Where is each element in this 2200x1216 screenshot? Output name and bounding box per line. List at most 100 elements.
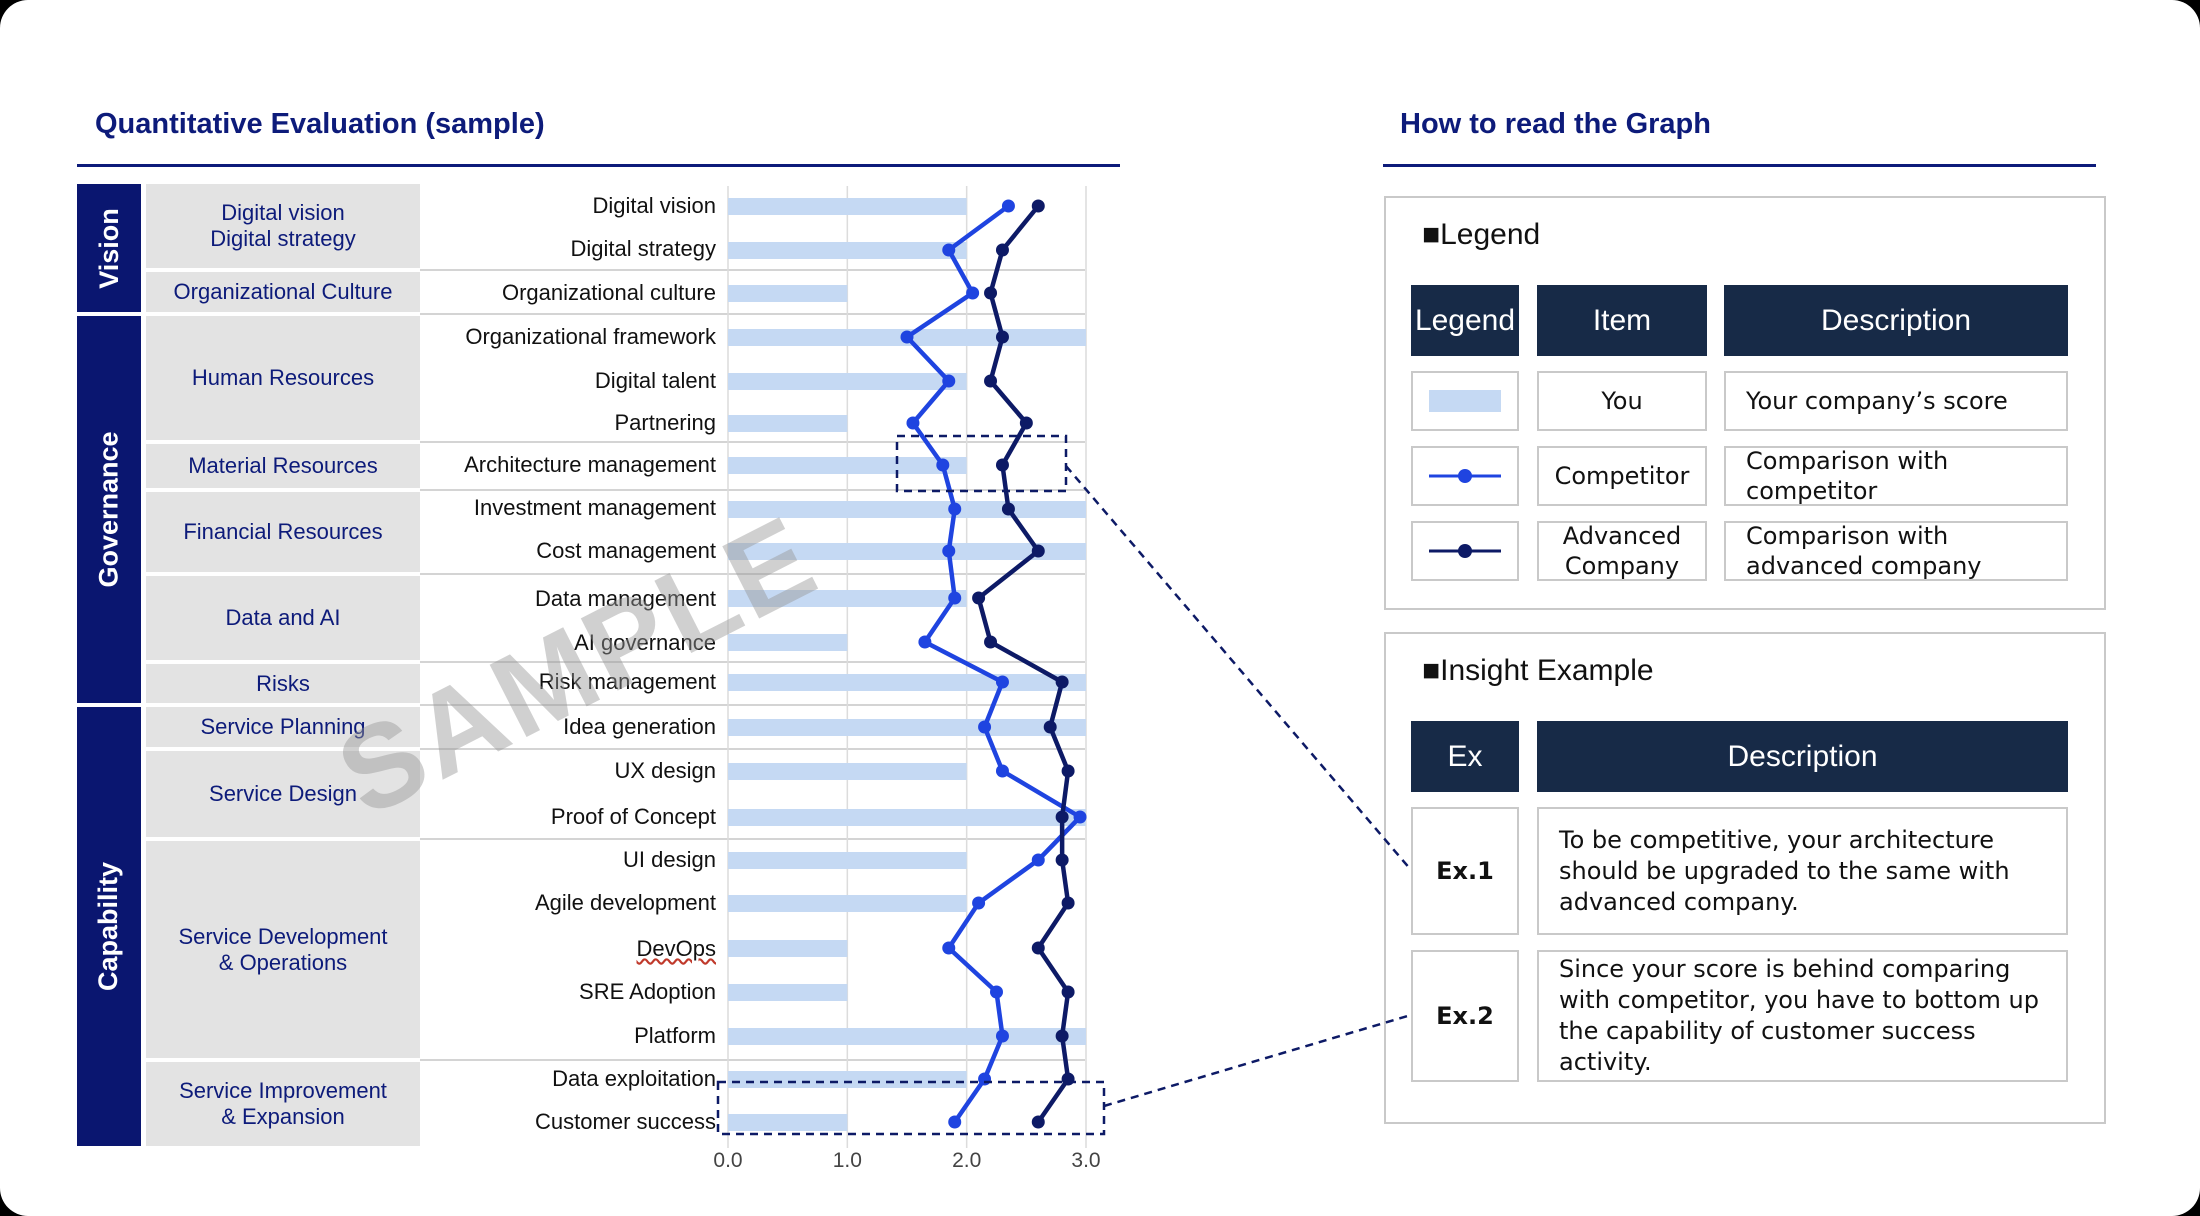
x-tick-label: 2.0	[952, 1149, 981, 1172]
legend-desc-advanced: Comparison with advanced company	[1724, 521, 2068, 581]
insight-header-ex: Ex	[1411, 721, 1519, 792]
bar-you-digital-vision	[728, 198, 967, 215]
group-divider	[420, 748, 1085, 750]
point-competitor	[918, 635, 932, 649]
item-label-devops: DevOps	[636, 936, 716, 961]
legend-swatch-cell-advanced	[1411, 521, 1519, 581]
item-label-customer-success: Customer success	[535, 1109, 716, 1134]
legend-item-advanced: Advanced Company	[1537, 521, 1707, 581]
point-competitor	[936, 458, 950, 472]
cat-organizational-culture: Organizational Culture	[146, 272, 420, 312]
bar-you-ux-design	[728, 763, 967, 780]
point-advanced-company	[1061, 764, 1075, 778]
item-label-ai-governance: AI governance	[574, 630, 716, 655]
group-divider	[420, 313, 1085, 315]
point-advanced-company	[1055, 675, 1069, 689]
bar-you-partnering	[728, 415, 848, 432]
callout-connector-ex1	[1065, 465, 1412, 871]
point-competitor	[972, 896, 986, 910]
item-label-risk-management: Risk management	[538, 669, 716, 694]
item-label-idea-generation: Idea generation	[563, 714, 716, 739]
point-competitor	[942, 941, 956, 955]
bar-you-data-management	[728, 590, 967, 607]
item-label-organizational-culture: Organizational culture	[501, 280, 716, 305]
legend-desc-competitor: Comparison with competitor	[1724, 446, 2068, 506]
bar-you-architecture-management	[728, 457, 967, 474]
point-advanced-company	[984, 286, 998, 300]
cat-digital-vision-strategy: Digital vision Digital strategy	[146, 184, 420, 268]
point-advanced-company	[995, 458, 1009, 472]
insight-ex1-label: Ex.1	[1411, 807, 1519, 935]
point-advanced-company	[1031, 941, 1045, 955]
x-tick-label: 0.0	[713, 1149, 742, 1172]
bar-you-cost-management	[728, 543, 1086, 560]
point-competitor	[1073, 810, 1087, 824]
callout-box-architecture	[895, 434, 1068, 493]
item-label-cost-management: Cost management	[536, 538, 716, 563]
point-advanced-company	[1061, 896, 1075, 910]
group-divider	[420, 573, 1085, 575]
point-competitor	[948, 502, 962, 516]
point-competitor	[942, 374, 956, 388]
point-advanced-company	[984, 374, 998, 388]
group-divider	[420, 661, 1085, 663]
cat-material-resources: Material Resources	[146, 444, 420, 488]
item-label-investment-management: Investment management	[473, 495, 716, 520]
item-label-agile-development: Agile development	[534, 890, 716, 915]
point-advanced-company	[1031, 544, 1045, 558]
bar-you-idea-generation	[728, 719, 1086, 736]
item-label-partnering: Partnering	[614, 410, 716, 435]
cat-human-resources: Human Resources	[146, 316, 420, 440]
point-competitor	[942, 544, 956, 558]
legend-item-competitor: Competitor	[1537, 446, 1707, 506]
point-competitor	[995, 764, 1009, 778]
point-advanced-company	[1055, 810, 1069, 824]
point-advanced-company	[984, 635, 998, 649]
point-competitor	[966, 286, 980, 300]
bar-you-customer-success	[728, 1114, 848, 1131]
x-tick-label: 1.0	[833, 1149, 862, 1172]
legend-swatch-cell-you	[1411, 371, 1519, 431]
legend-header-item: Item	[1537, 285, 1707, 356]
cat-service-development-operations: Service Development & Operations	[146, 841, 420, 1058]
legend-desc-you: Your company’s score	[1724, 371, 2068, 431]
point-competitor	[995, 1029, 1009, 1043]
item-label-digital-vision: Digital vision	[592, 193, 717, 218]
callout-box-customer-success	[716, 1080, 1106, 1136]
band-vision: Vision	[77, 184, 141, 312]
cat-risks: Risks	[146, 664, 420, 703]
bar-you-sre-adoption	[728, 984, 848, 1001]
legend-item-you: You	[1537, 371, 1707, 431]
point-advanced-company	[1043, 720, 1057, 734]
insight-panel-heading: ■Insight Example	[1422, 654, 1654, 687]
insight-ex2-text: Since your score is behind comparing wit…	[1537, 950, 2068, 1082]
insight-ex2-label: Ex.2	[1411, 950, 1519, 1082]
line-advanced-company	[976, 204, 1071, 1124]
bar-you-ui-design	[728, 852, 967, 869]
advanced-line-swatch	[1429, 544, 1501, 558]
item-label-ui-design: UI design	[623, 847, 716, 872]
cat-financial-resources: Financial Resources	[146, 492, 420, 572]
x-tick-label: 3.0	[1071, 1149, 1100, 1172]
group-divider	[420, 441, 1085, 443]
point-competitor	[978, 720, 992, 734]
band-capability: Capability	[77, 707, 141, 1146]
group-divider	[420, 489, 1085, 491]
bar-you-digital-strategy	[728, 242, 967, 259]
guide-section-title: How to read the Graph	[1400, 108, 1711, 140]
cat-data-and-ai: Data and AI	[146, 576, 420, 660]
point-competitor	[1031, 853, 1045, 867]
group-divider	[420, 1059, 1085, 1061]
bar-you-proof-of-concept	[728, 809, 1086, 826]
group-divider	[420, 269, 1085, 271]
item-label-digital-strategy: Digital strategy	[570, 236, 716, 261]
item-label-data-management: Data management	[535, 586, 716, 611]
bar-you-digital-talent	[728, 373, 967, 390]
point-advanced-company	[1001, 502, 1015, 516]
group-divider	[420, 704, 1085, 706]
point-advanced-company	[1055, 1029, 1069, 1043]
bar-you-platform	[728, 1028, 1086, 1045]
line-competitor	[904, 204, 1083, 1124]
chart-title-rule	[77, 164, 1120, 167]
